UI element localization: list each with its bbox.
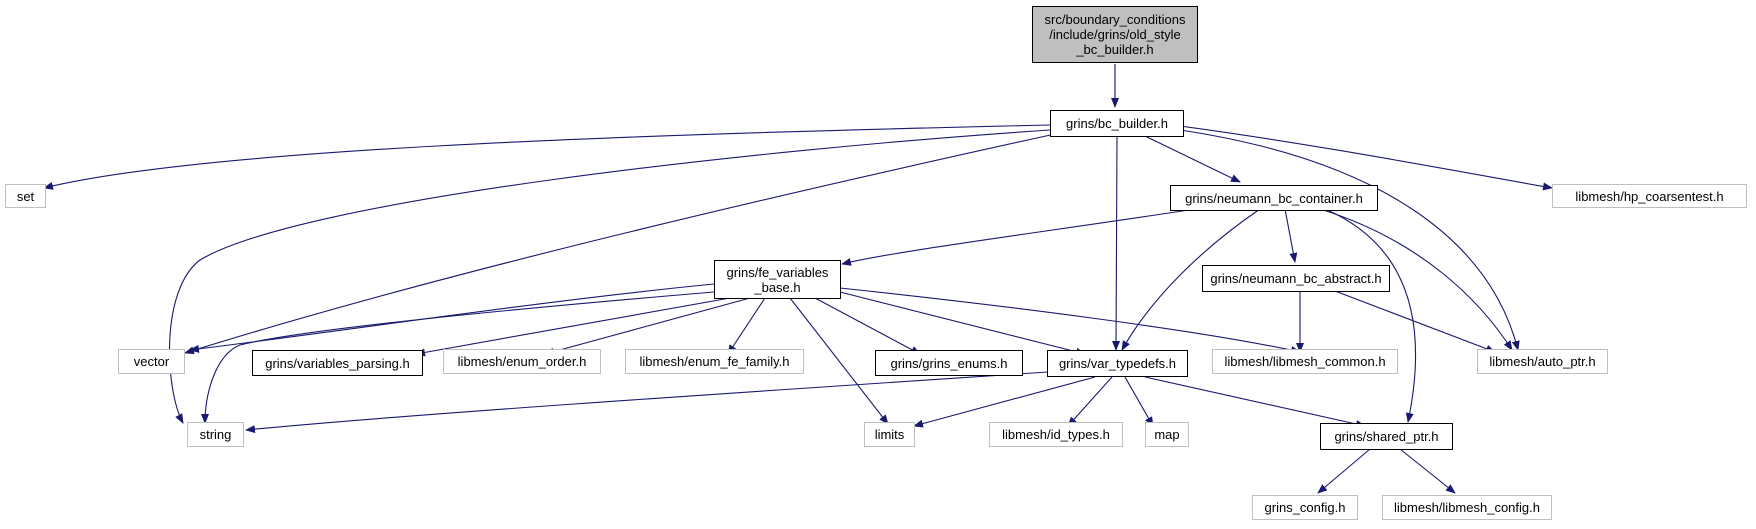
node-root-old-style-bc-builder[interactable]: src/boundary_conditions /include/grins/o… xyxy=(1032,6,1198,63)
node-enum-fe-family: libmesh/enum_fe_family.h xyxy=(625,349,804,374)
node-libmesh-common: libmesh/libmesh_common.h xyxy=(1212,349,1398,374)
edge-fe-base-enum-fe-family xyxy=(727,297,766,355)
node-shared-ptr[interactable]: grins/shared_ptr.h xyxy=(1320,423,1453,450)
edge-var-typedefs-shared-ptr xyxy=(1144,376,1366,428)
node-neumann-bc-abstract[interactable]: grins/neumann_bc_abstract.h xyxy=(1202,265,1390,292)
edge-bc-builder-set xyxy=(43,124,1051,190)
edge-nbc-container-fe-variables-base xyxy=(841,208,1196,266)
edge-fe-base-limits xyxy=(789,297,889,425)
edge-bc-builder-hp-coarsentest xyxy=(1179,125,1553,191)
edge-var-typedefs-limits xyxy=(913,376,1096,428)
edge-nbc-container-var-typedefs xyxy=(1121,208,1261,351)
edge-fe-base-libmesh-common xyxy=(839,287,1301,354)
edge-fe-base-grins-enums xyxy=(814,297,921,355)
edge-shared-ptr-grins-config xyxy=(1317,448,1371,494)
edge-shared-ptr-libmesh-config xyxy=(1399,448,1456,494)
edge-bc-builder-vector xyxy=(184,133,1056,355)
edge-fe-base-vector xyxy=(189,283,715,353)
node-auto-ptr: libmesh/auto_ptr.h xyxy=(1477,349,1608,374)
node-bc-builder[interactable]: grins/bc_builder.h xyxy=(1050,110,1184,137)
node-neumann-bc-container[interactable]: grins/neumann_bc_container.h xyxy=(1170,185,1378,211)
node-limits: limits xyxy=(864,422,915,447)
edge-fe-base-string xyxy=(201,291,715,424)
edge-nbc-container-shared-ptr xyxy=(1324,208,1417,423)
edge-var-typedefs-id-types xyxy=(1067,376,1113,427)
edge-fe-base-variables-parsing xyxy=(415,297,731,357)
edge-bc-builder-string xyxy=(168,129,1051,424)
node-grins-config: grins_config.h xyxy=(1252,495,1358,520)
edge-bc-builder-neumann-bc-container xyxy=(1144,135,1241,183)
edge-bc-builder-var-typedefs xyxy=(1112,135,1121,351)
edge-fe-base-var-typedefs xyxy=(839,291,1086,356)
edge-nbc-abstract-auto-ptr xyxy=(1334,290,1496,353)
edge-bc-builder-auto-ptr xyxy=(1179,129,1520,351)
node-fe-variables-base[interactable]: grins/fe_variables _base.h xyxy=(714,260,841,299)
node-enum-order: libmesh/enum_order.h xyxy=(443,349,601,374)
edge-fe-base-enum-order xyxy=(544,297,751,356)
node-set: set xyxy=(5,184,46,208)
node-hp-coarsentest: libmesh/hp_coarsentest.h xyxy=(1552,184,1747,208)
edge-var-typedefs-string xyxy=(245,371,1049,434)
node-map: map xyxy=(1145,422,1189,447)
node-var-typedefs[interactable]: grins/var_typedefs.h xyxy=(1047,350,1188,377)
node-libmesh-config: libmesh/libmesh_config.h xyxy=(1382,495,1552,520)
node-string: string xyxy=(187,422,244,447)
node-variables-parsing[interactable]: grins/variables_parsing.h xyxy=(252,350,423,376)
edge-nbc-container-nbc-abstract xyxy=(1284,208,1298,263)
edge-nbc-container-auto-ptr xyxy=(1319,208,1513,351)
node-vector: vector xyxy=(118,349,185,374)
edge-var-typedefs-map xyxy=(1124,376,1154,427)
node-id-types: libmesh/id_types.h xyxy=(989,422,1123,447)
node-grins-enums[interactable]: grins/grins_enums.h xyxy=(875,350,1023,376)
